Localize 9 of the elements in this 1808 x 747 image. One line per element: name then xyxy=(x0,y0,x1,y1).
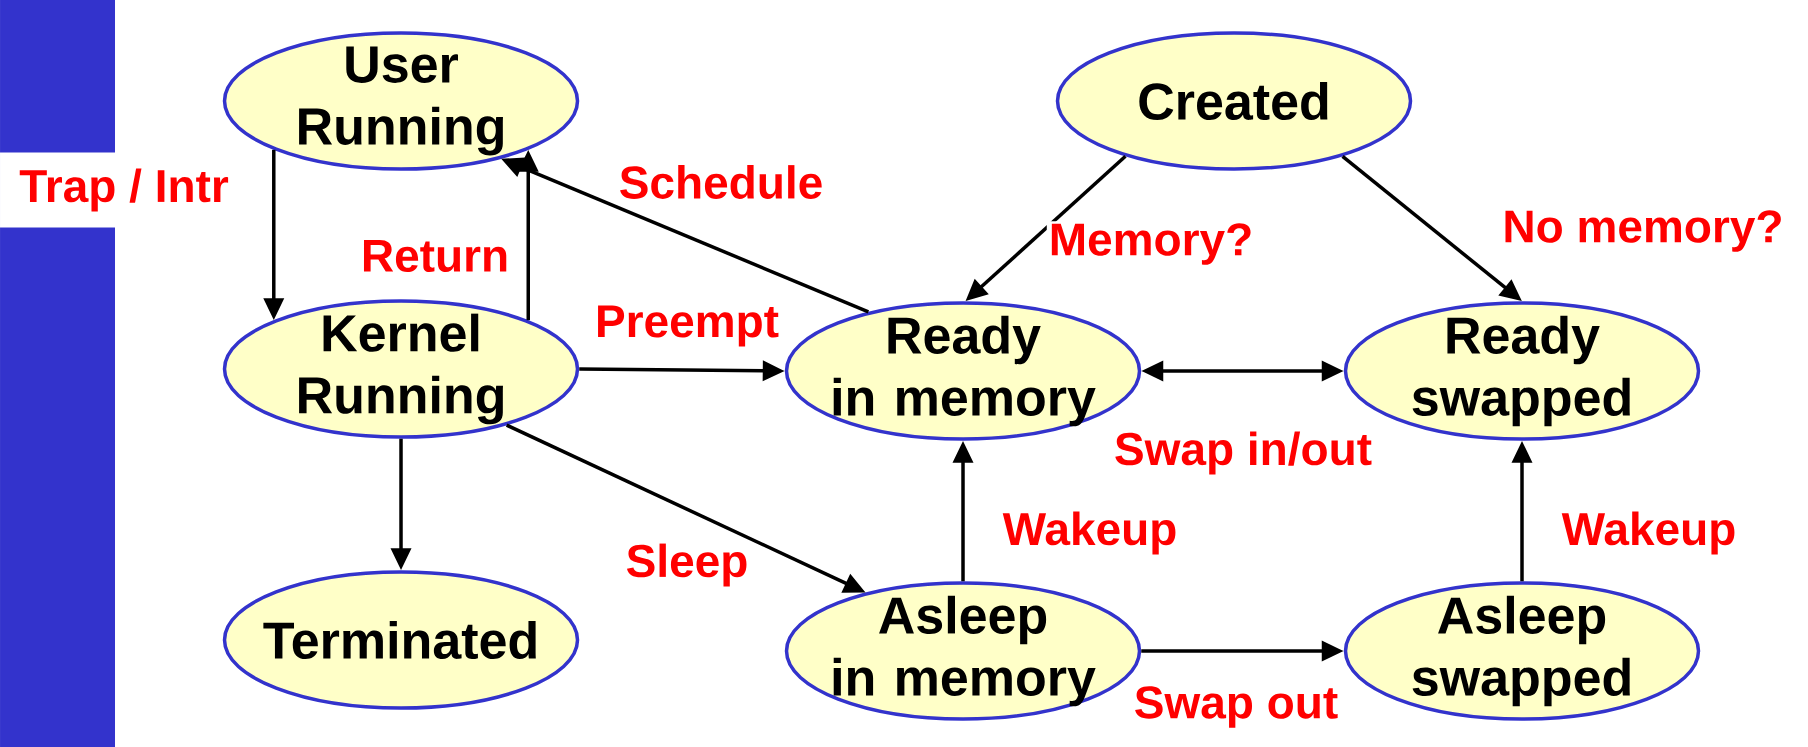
edge-label: Return xyxy=(358,237,512,275)
edge-label: Schedule xyxy=(616,163,826,201)
edge-label: Memory? xyxy=(1046,221,1256,267)
edge-label: No memory? xyxy=(1500,208,1786,254)
edge-label: Wakeup xyxy=(1000,509,1180,557)
edge-label: Wakeup xyxy=(1559,509,1739,557)
edge-label: Sleep xyxy=(623,541,751,589)
edge-label: Preempt xyxy=(593,303,782,349)
edge-label: Trap / Intr xyxy=(0,152,248,228)
